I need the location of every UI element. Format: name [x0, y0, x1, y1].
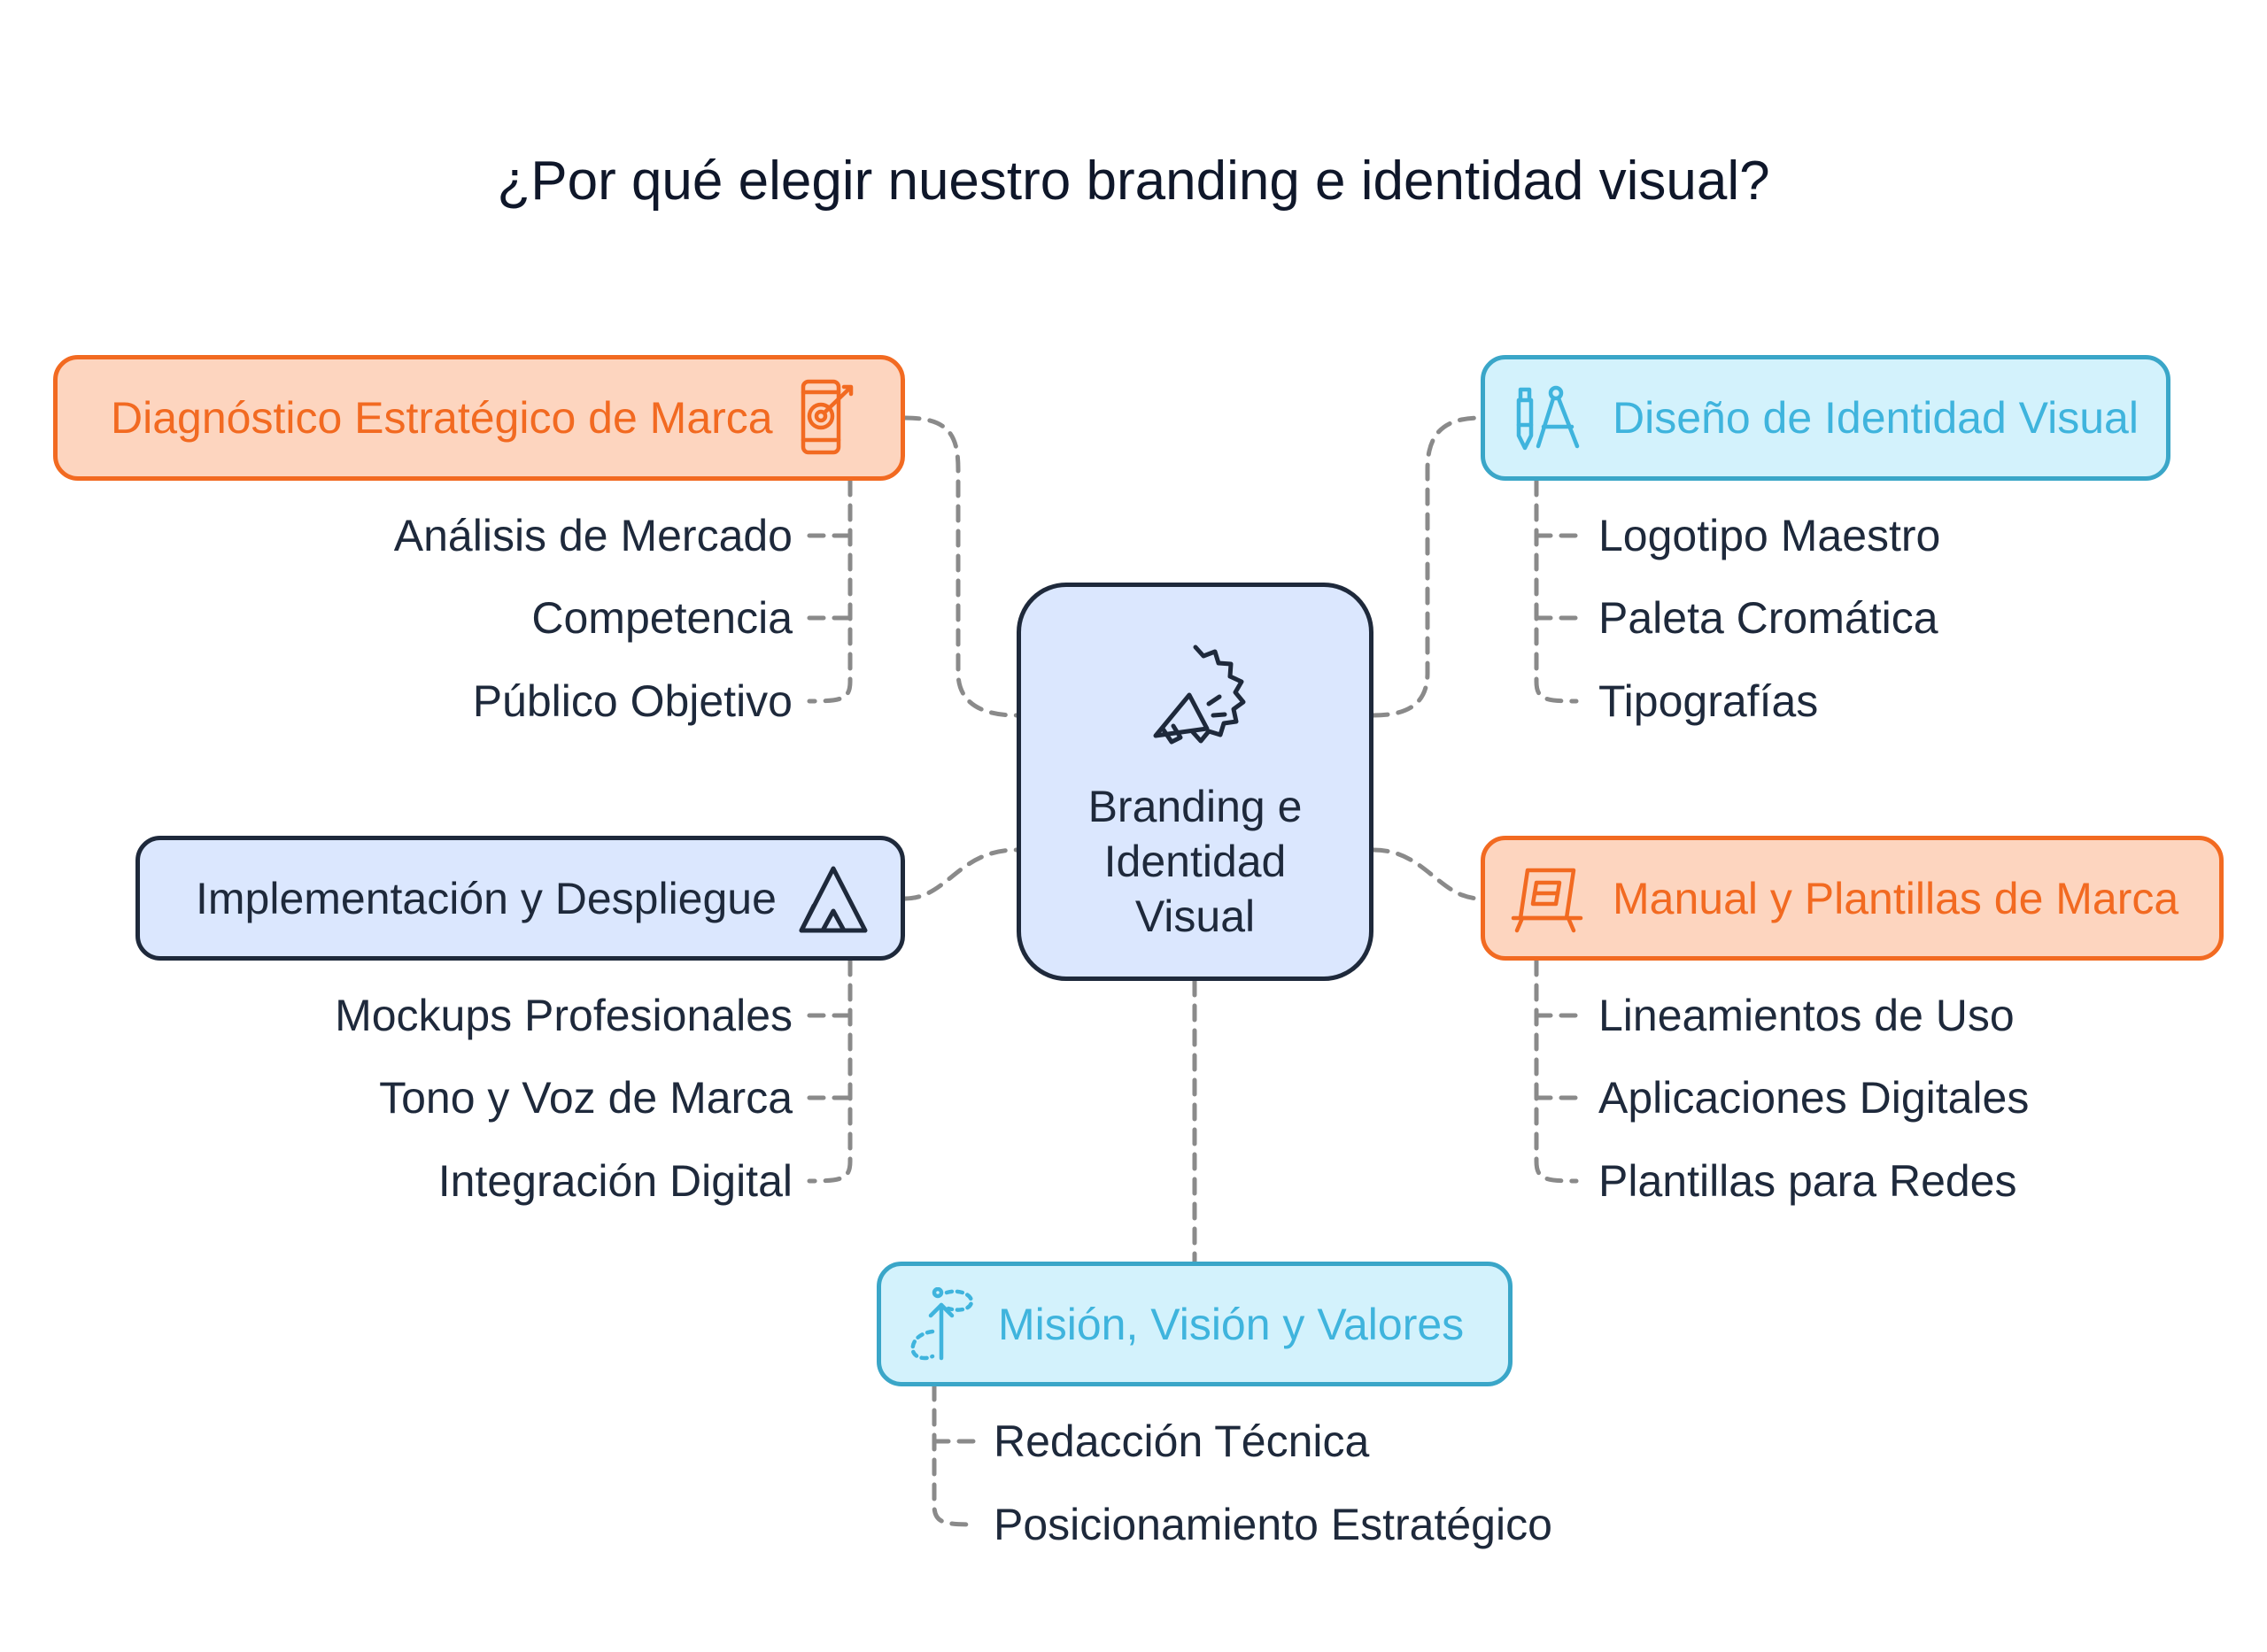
- connector-diagnostico-items: [807, 478, 853, 704]
- diagnostico-item-2: Competencia: [531, 593, 793, 643]
- mision-item-2: Posicionamiento Estratégico: [994, 1500, 1552, 1549]
- node-diseno: Diseño de Identidad Visual: [1481, 355, 2170, 481]
- diseno-item-3: Tipografías: [1598, 676, 1819, 726]
- phone-target-icon: [798, 378, 860, 458]
- manual-item-2: Aplicaciones Digitales: [1598, 1073, 2030, 1123]
- connector-center-manual: [1371, 847, 1483, 901]
- node-mision-label: Misión, Visión y Valores: [998, 1299, 1465, 1349]
- node-diagnostico: Diagnóstico Estratégico de Marca: [53, 355, 905, 481]
- node-diagnostico-label: Diagnóstico Estratégico de Marca: [111, 393, 773, 443]
- mision-item-1: Redacción Técnica: [994, 1417, 1370, 1466]
- diseno-item-2: Paleta Cromática: [1598, 593, 1938, 643]
- easel-board-icon: [1510, 863, 1584, 934]
- design-tools-icon: [1510, 382, 1584, 453]
- diseno-item-1: Logotipo Maestro: [1598, 511, 1941, 560]
- connector-manual-items: [1534, 958, 1579, 1184]
- diagram-title: ¿Por qué elegir nuestro branding e ident…: [497, 151, 1770, 212]
- diagnostico-item-1: Análisis de Mercado: [393, 511, 793, 560]
- center-node: Branding e Identidad Visual: [1017, 583, 1373, 981]
- connector-center-diseno: [1371, 415, 1483, 718]
- center-label: Branding e Identidad Visual: [1087, 782, 1303, 941]
- tent-icon: [796, 861, 870, 936]
- megaphone-badge-icon: [1138, 640, 1253, 760]
- direction-arrow-icon: [906, 1286, 977, 1362]
- node-mision: Misión, Visión y Valores: [877, 1262, 1513, 1386]
- connector-center-implementacion: [902, 847, 1019, 901]
- connector-implementacion-items: [807, 958, 853, 1184]
- node-manual: Manual y Plantillas de Marca: [1481, 836, 2224, 961]
- implementacion-item-2: Tono y Voz de Marca: [379, 1073, 793, 1123]
- node-manual-label: Manual y Plantillas de Marca: [1613, 873, 2179, 923]
- node-implementacion: Implementación y Despliegue: [135, 836, 905, 961]
- node-diseno-label: Diseño de Identidad Visual: [1613, 393, 2139, 443]
- connector-diseno-items: [1534, 478, 1579, 704]
- manual-item-3: Plantillas para Redes: [1598, 1156, 2017, 1206]
- connector-center-diagnostico: [902, 415, 1019, 718]
- manual-item-1: Lineamientos de Uso: [1598, 991, 2015, 1040]
- diagnostico-item-3: Público Objetivo: [472, 676, 793, 726]
- connector-mision-items: [932, 1383, 977, 1527]
- implementacion-item-1: Mockups Profesionales: [335, 991, 793, 1040]
- node-implementacion-label: Implementación y Despliegue: [196, 873, 777, 923]
- implementacion-item-3: Integración Digital: [437, 1156, 793, 1206]
